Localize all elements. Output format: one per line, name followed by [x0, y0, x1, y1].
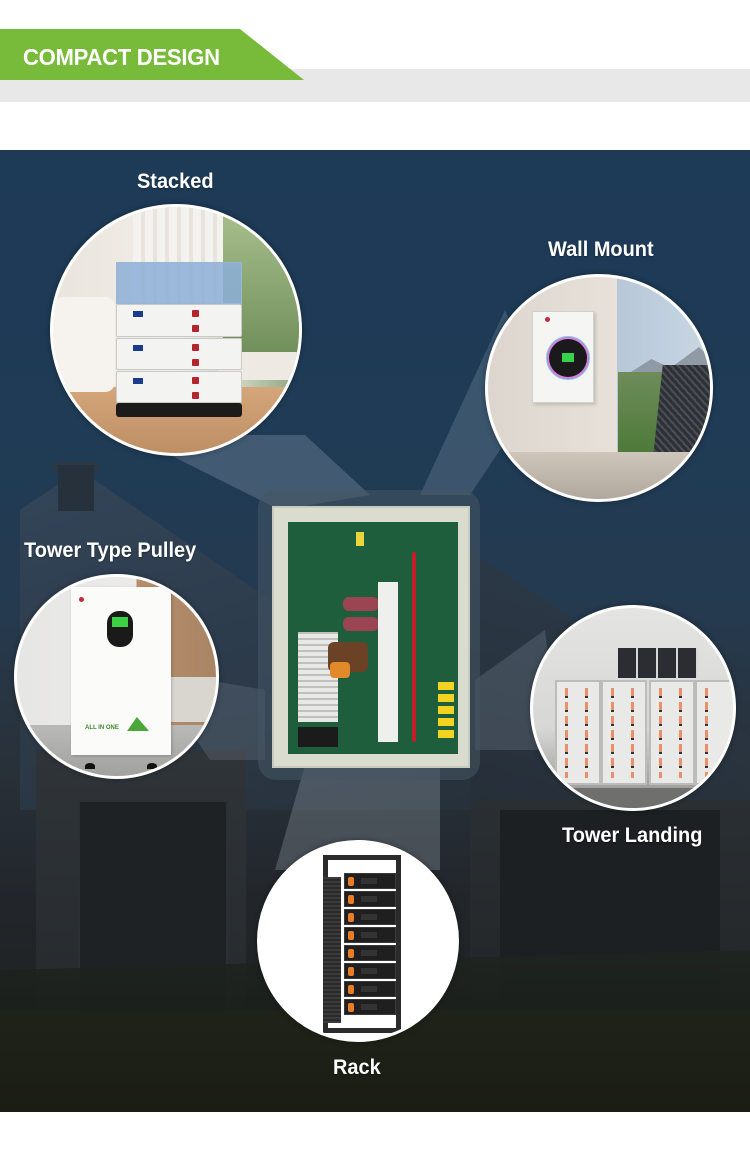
fan-shape [298, 727, 338, 747]
terminal-block-shape [438, 706, 454, 714]
brand-logo-icon [79, 597, 84, 602]
cable-shape [611, 688, 614, 778]
product-text: ALL IN ONE [85, 725, 119, 731]
rack-battery-module-shape [344, 981, 396, 997]
display-screen-icon [112, 617, 128, 627]
rack-image-circle [257, 840, 459, 1042]
handle-icon [348, 967, 354, 976]
battery-control-box-shape [116, 262, 242, 304]
handle-icon [348, 1003, 354, 1012]
capacitor-shape [356, 532, 364, 546]
module-screen-icon [361, 896, 377, 902]
battery-screen-icon [133, 311, 143, 317]
label-tower-landing: Tower Landing [562, 824, 703, 847]
terminal-block-shape [438, 730, 454, 738]
tower-landing-image-circle [530, 605, 736, 811]
section-header: COMPACT DESIGN [0, 0, 750, 150]
battery-module-shape [116, 304, 242, 337]
handle-icon [348, 931, 354, 940]
module-screen-icon [361, 878, 377, 884]
inductor-coil-shape [343, 617, 379, 631]
window-shape [618, 648, 698, 678]
display-ring-icon [549, 339, 587, 377]
cable-shape [659, 688, 662, 778]
cable-shape [705, 688, 708, 778]
pulley-wheel-icon [85, 763, 95, 769]
rack-battery-module-shape [344, 945, 396, 961]
label-tower-type-pulley: Tower Type Pulley [24, 539, 197, 562]
battery-cabinet-shape [555, 680, 601, 785]
handle-icon [348, 913, 354, 922]
display-panel-icon [107, 611, 133, 647]
stacked-image-circle [50, 204, 302, 456]
section-title: COMPACT DESIGN [23, 44, 220, 70]
battery-screen-icon [133, 378, 143, 384]
battery-cabinet-shape [695, 680, 733, 785]
floor-shape [533, 788, 733, 808]
battery-screen-icon [133, 345, 143, 351]
battery-port-icon [192, 310, 199, 317]
battery-port-icon [192, 344, 199, 351]
pulley-wheel-icon [147, 763, 157, 769]
rack-battery-module-shape [344, 909, 396, 925]
battery-port-icon [192, 377, 199, 384]
module-screen-icon [361, 950, 377, 956]
all-in-one-unit-shape: ALL IN ONE [71, 587, 171, 769]
cable-shape [565, 688, 568, 778]
handle-icon [348, 985, 354, 994]
rack-side-vent-shape [323, 877, 341, 1023]
couch-shape [162, 677, 216, 722]
rack-battery-module-shape [344, 999, 396, 1015]
transformer-winding-shape [330, 662, 350, 678]
cable-shape [631, 688, 634, 778]
tower-pulley-image-circle: ALL IN ONE [14, 574, 219, 779]
battery-cabinet-shape [601, 680, 647, 785]
battery-base-wheels-shape [116, 403, 242, 417]
rack-battery-module-shape [344, 873, 396, 889]
display-screen-icon [562, 353, 574, 362]
red-cable-shape [412, 552, 416, 742]
battery-port-icon [192, 392, 199, 399]
module-screen-icon [361, 1004, 377, 1010]
circuit-board [288, 522, 458, 754]
handle-icon [348, 949, 354, 958]
installation-banner: Stacked Wall Mount [0, 150, 750, 1112]
handle-icon [348, 877, 354, 886]
label-wall-mount: Wall Mount [548, 238, 654, 261]
battery-port-icon [192, 325, 199, 332]
floor-shape [488, 452, 710, 499]
sofa-shape [53, 297, 115, 392]
cable-shape [679, 688, 682, 778]
wall-inverter-shape [532, 311, 594, 403]
brand-logo-icon [545, 317, 550, 322]
terminal-block-shape [438, 694, 454, 702]
module-screen-icon [361, 932, 377, 938]
battery-module-shape [116, 371, 242, 403]
solar-panel-shape [653, 365, 710, 455]
module-screen-icon [361, 968, 377, 974]
battery-cabinet-shape [649, 680, 695, 785]
module-screen-icon [361, 986, 377, 992]
terminal-block-shape [438, 718, 454, 726]
wall-mount-image-circle [485, 274, 713, 502]
rack-battery-module-shape [344, 963, 396, 979]
chimney-bg [58, 465, 94, 511]
module-screen-icon [361, 914, 377, 920]
cable-shape [585, 688, 588, 778]
inductor-coil-shape [343, 597, 379, 611]
terminal-block-shape [438, 682, 454, 690]
battery-module-shape [116, 338, 242, 370]
battery-port-icon [192, 359, 199, 366]
rack-battery-module-shape [344, 927, 396, 943]
label-stacked: Stacked [137, 170, 214, 193]
house-logo-icon [127, 717, 149, 731]
center-inverter-image [272, 506, 470, 768]
rack-battery-module-shape [344, 891, 396, 907]
busbar-shape [378, 582, 398, 742]
label-rack: Rack [333, 1056, 381, 1079]
handle-icon [348, 895, 354, 904]
